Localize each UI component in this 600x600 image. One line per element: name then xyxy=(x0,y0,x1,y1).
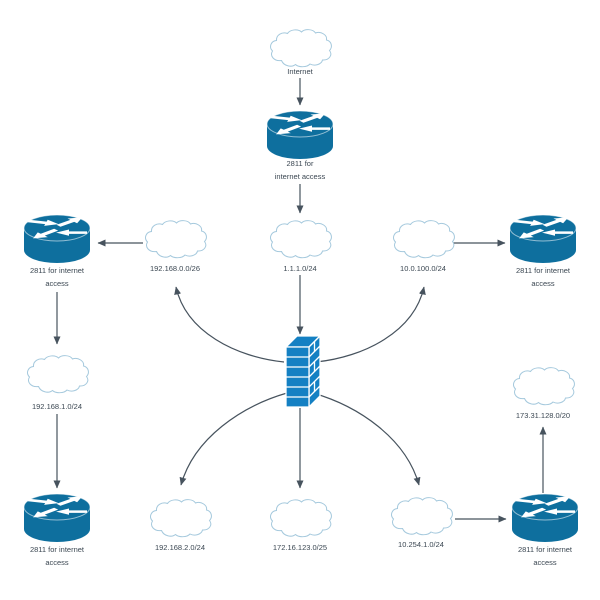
cloud-192-168-0-icon xyxy=(145,220,207,259)
cloud-172-16-123-icon xyxy=(270,499,332,538)
edge-firewall-to-100100 xyxy=(315,286,426,363)
cloud-192-168-2-label: 192.168.2.0/24 xyxy=(155,543,205,552)
edge-firewall-to-19216800 xyxy=(174,286,285,363)
edge-firewall-to-19216820 xyxy=(179,392,288,486)
cloud-173-31-128-icon xyxy=(513,367,575,406)
bottom-right-router-label-line2: access xyxy=(533,558,557,567)
right-router-label-line1: 2811 for internet xyxy=(516,266,571,275)
internet-cloud-label: Internet xyxy=(287,67,313,76)
bottom-left-router-icon xyxy=(23,493,91,543)
cloud-192-168-1-icon xyxy=(27,355,89,394)
cloud-10-0-100-label: 10.0.100.0/24 xyxy=(400,264,446,273)
right-router-label-line2: access xyxy=(531,279,555,288)
cloud-192-168-1-label: 192.168.1.0/24 xyxy=(32,402,82,411)
cloud-173-31-128-label: 173.31.128.0/20 xyxy=(516,411,570,420)
bottom-left-router-label-line2: access xyxy=(45,558,69,567)
firewall-brick-wall-icon xyxy=(285,335,321,408)
bottom-left-router-label-line1: 2811 for internet xyxy=(30,545,85,554)
connectors xyxy=(53,78,547,523)
internet-router-icon xyxy=(266,110,334,160)
internet-cloud-icon xyxy=(270,29,332,68)
cloud-1-1-1-icon xyxy=(270,220,332,259)
edge-firewall-to-102541 xyxy=(312,392,421,486)
left-router-label-line2: access xyxy=(45,279,69,288)
internet-router-label-line1: 2811 for xyxy=(287,159,314,168)
bottom-right-router-icon xyxy=(511,493,579,543)
bottom-right-router-label-line1: 2811 for internet xyxy=(518,545,573,554)
cloud-10-254-1-label: 10.254.1.0/24 xyxy=(398,540,444,549)
cloud-10-0-100-icon xyxy=(393,220,455,259)
cloud-192-168-0-label: 192.168.0.0/26 xyxy=(150,264,200,273)
left-router-icon xyxy=(23,214,91,264)
right-router-icon xyxy=(509,214,577,264)
cloud-192-168-2-icon xyxy=(150,499,212,538)
left-router-label-line1: 2811 for internet xyxy=(30,266,85,275)
cloud-10-254-1-icon xyxy=(391,497,453,536)
internet-router-label-line2: internet access xyxy=(275,172,326,181)
cloud-1-1-1-label: 1.1.1.0/24 xyxy=(283,264,316,273)
cloud-172-16-123-label: 172.16.123.0/25 xyxy=(273,543,327,552)
